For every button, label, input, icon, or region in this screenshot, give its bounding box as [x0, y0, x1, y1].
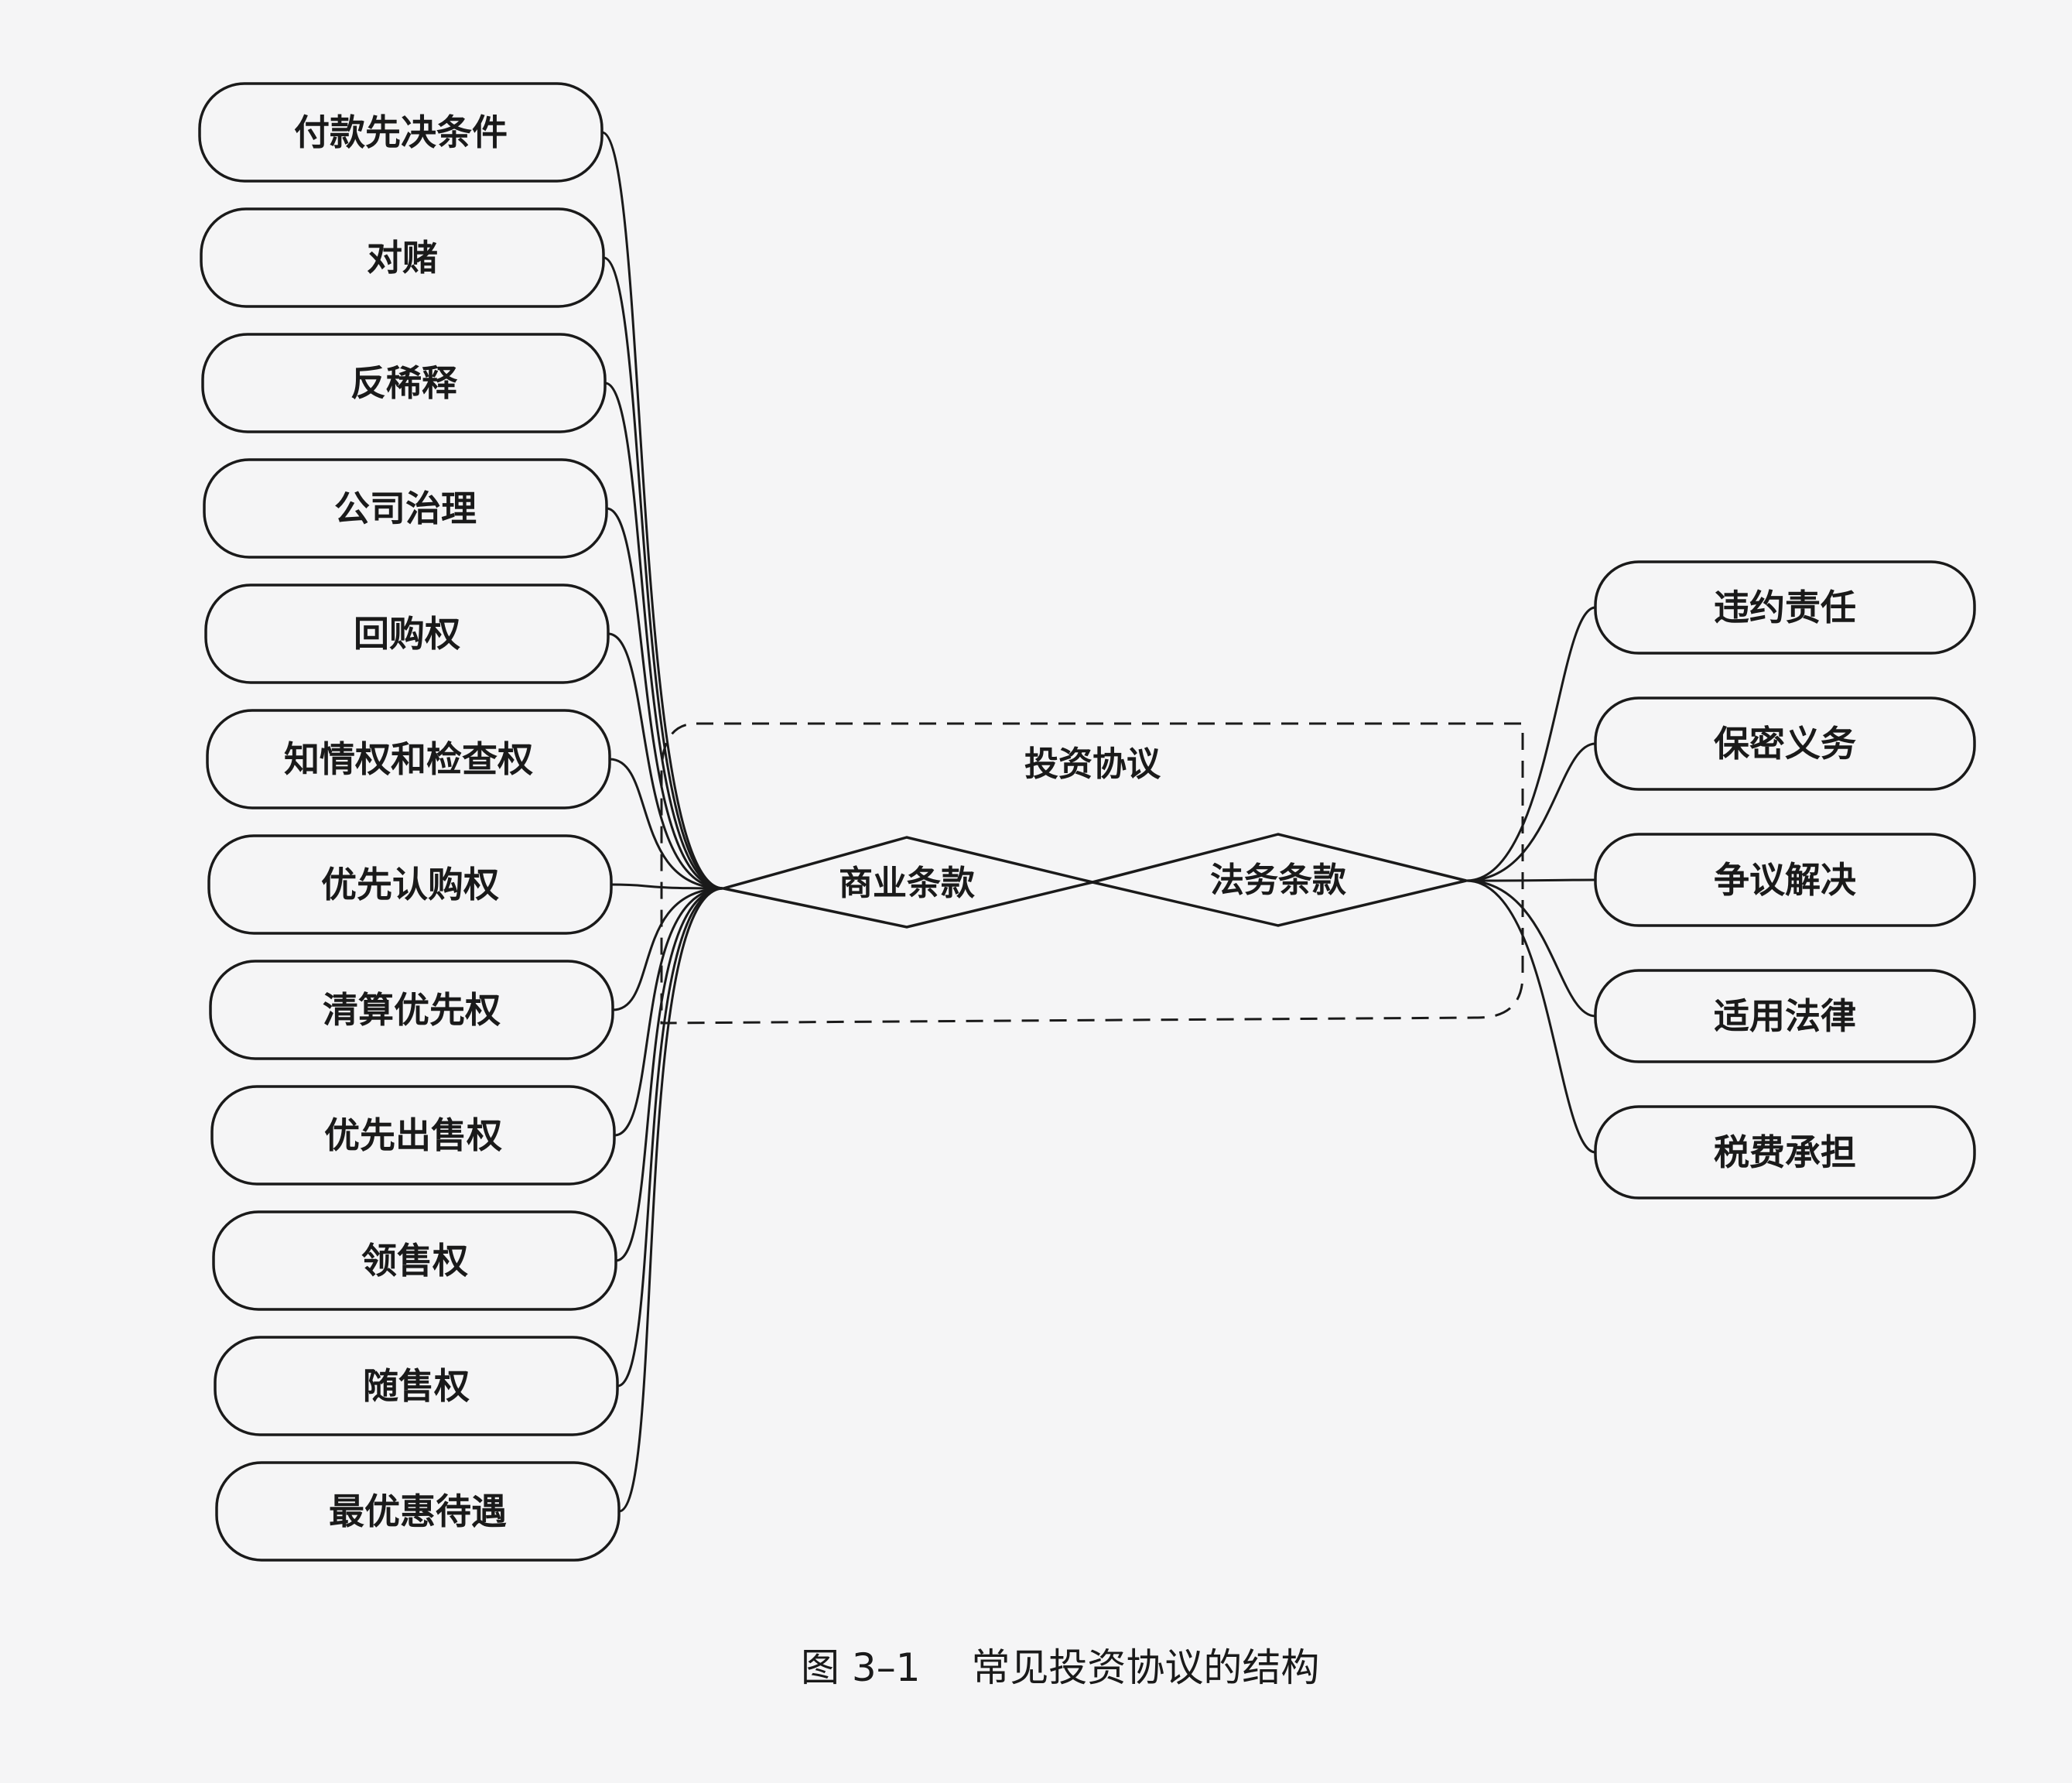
commercial-term-box: 领售权 [212, 1210, 617, 1311]
agreement-dashed-frame [660, 722, 1524, 1025]
legal-term-box-outline [1594, 696, 1976, 791]
commercial-term-box: 公司治理 [203, 458, 608, 559]
commercial-term-label: 公司治理 [334, 488, 477, 529]
commercial-term-box: 随售权 [214, 1336, 619, 1436]
commercial-term-connector [614, 887, 724, 1137]
connectors [601, 131, 1596, 1513]
legal-term-label: 争议解决 [1714, 859, 1856, 901]
legal-term-label: 适用法律 [1714, 995, 1856, 1037]
commercial-term-box-outline [198, 82, 603, 183]
commercial-term-label: 对赌 [367, 237, 438, 279]
legal-term-box-outline [1594, 969, 1976, 1063]
commercial-term-box-outline [212, 1210, 617, 1311]
commercial-term-box-outline [204, 583, 610, 684]
commercial-term-box: 回购权 [204, 583, 610, 684]
commercial-term-box: 付款先决条件 [198, 82, 603, 183]
legal-term-box-outline [1594, 833, 1976, 927]
commercial-term-connector [606, 507, 724, 890]
commercial-term-box-outline [200, 207, 605, 308]
commercial-term-box-outline [201, 333, 607, 433]
commercial-term-label: 知情权和检查权 [284, 738, 533, 780]
commercial-term-connector [617, 887, 724, 1388]
legal-term-connector [1465, 878, 1596, 882]
commercial-term-box: 清算优先权 [209, 960, 614, 1060]
commercial-term-box-outline [210, 1085, 616, 1186]
commercial-term-box-outline [209, 960, 614, 1060]
commercial-term-box: 优先出售权 [210, 1085, 616, 1186]
commercial-term-connector [604, 382, 724, 890]
figure-number: 图 3–1 [801, 1645, 921, 1690]
legal-terms-diamond [1092, 833, 1467, 927]
commercial-term-connector [612, 887, 724, 1011]
commercial-term-box: 最优惠待遇 [215, 1461, 621, 1562]
commercial-term-box: 对赌 [200, 207, 605, 308]
legal-terms-label: 法务条款 [1210, 861, 1346, 900]
legal-term-label: 税费承担 [1714, 1131, 1856, 1173]
legal-term-connector [1465, 879, 1596, 1018]
figure-caption: 图 3–1 常见投资协议的结构 [801, 1645, 1319, 1690]
commercial-term-connector [609, 758, 724, 890]
commercial-term-label: 反稀释 [350, 362, 458, 404]
legal-term-box-outline [1594, 1105, 1976, 1200]
commercial-term-box-outline [214, 1336, 619, 1436]
commercial-term-box-outline [215, 1461, 621, 1562]
agreement-title: 投资协议 [1024, 744, 1161, 784]
commercial-term-box-outline [206, 709, 611, 809]
commercial-term-box: 反稀释 [201, 333, 607, 433]
commercial-term-label: 优先出售权 [324, 1114, 502, 1156]
legal-term-connector [1465, 879, 1596, 1154]
commercial-term-label: 随售权 [363, 1365, 470, 1407]
legal-term-connector [1465, 742, 1596, 882]
commercial-term-label: 清算优先权 [323, 989, 501, 1031]
commercial-term-label: 优先认购权 [321, 864, 499, 905]
legal-term-box: 适用法律 [1594, 969, 1976, 1063]
commercial-terms-list: 付款先决条件对赌反稀释公司治理回购权知情权和检查权优先认购权清算优先权优先出售权… [198, 82, 621, 1562]
commercial-term-label: 最优惠待遇 [329, 1490, 507, 1532]
commercial-term-label: 付款先决条件 [294, 111, 508, 153]
commercial-term-box: 优先认购权 [207, 834, 613, 935]
legal-term-box: 违约责任 [1594, 560, 1976, 655]
commercial-term-connector [601, 131, 724, 890]
commercial-term-connector [618, 887, 724, 1513]
commercial-term-label: 领售权 [361, 1240, 468, 1282]
commercial-term-connector [610, 883, 724, 890]
commercial-term-connector [603, 256, 724, 890]
commercial-term-connector [607, 632, 724, 890]
legal-term-connector [1465, 606, 1596, 882]
legal-term-box: 税费承担 [1594, 1105, 1976, 1200]
legal-term-box-outline [1594, 560, 1976, 655]
legal-term-label: 违约责任 [1714, 587, 1856, 628]
figure-title: 常见投资协议的结构 [971, 1645, 1319, 1690]
legal-term-box: 保密义务 [1594, 696, 1976, 791]
legal-term-box: 争议解决 [1594, 833, 1976, 927]
commercial-term-box-outline [203, 458, 608, 559]
commercial-terms-label: 商业条款 [839, 864, 975, 903]
legal-term-label: 保密义务 [1714, 723, 1856, 765]
commercial-term-box: 知情权和检查权 [206, 709, 611, 809]
commercial-term-label: 回购权 [354, 613, 460, 655]
commercial-term-connector [615, 887, 724, 1262]
commercial-term-box-outline [207, 834, 613, 935]
